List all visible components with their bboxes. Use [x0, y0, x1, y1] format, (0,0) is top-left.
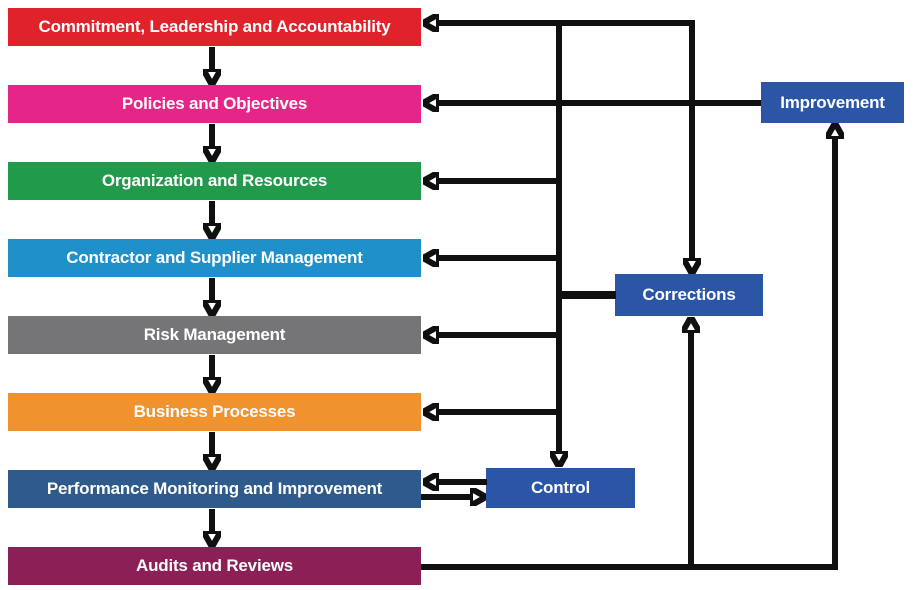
flow-box-contractor: Contractor and Supplier Management — [8, 239, 421, 277]
flow-box-organization: Organization and Resources — [8, 162, 421, 200]
side-box-improvement: Improvement — [761, 82, 904, 123]
flow-box-policies: Policies and Objectives — [8, 85, 421, 123]
side-box-control: Control — [486, 468, 635, 508]
flow-box-business: Business Processes — [8, 393, 421, 431]
flow-box-audits: Audits and Reviews — [8, 547, 421, 585]
arrow-audits-to-improvement — [421, 138, 835, 570]
flow-box-performance: Performance Monitoring and Improvement — [8, 470, 421, 508]
flow-box-risk: Risk Management — [8, 316, 421, 354]
flow-box-commitment: Commitment, Leadership and Accountabilit… — [8, 8, 421, 46]
side-box-corrections: Corrections — [615, 274, 763, 316]
